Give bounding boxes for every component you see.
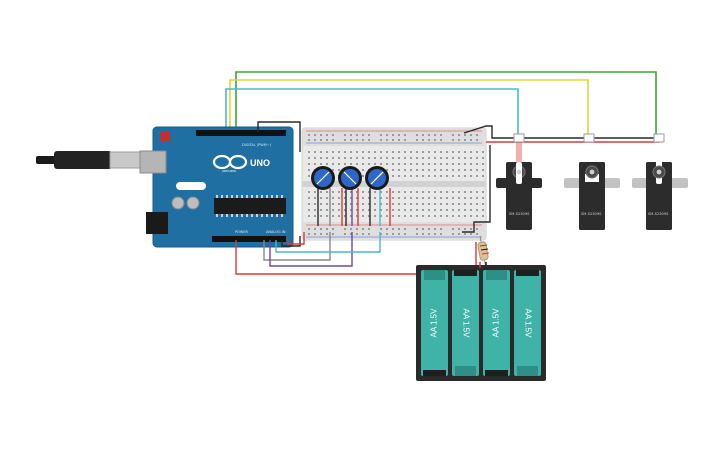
battery-cell-label: AA 1.5V	[430, 308, 439, 338]
battery-cell-1: AA 1.5V	[421, 270, 448, 376]
chip-pins	[216, 195, 283, 217]
wire-purple-a1[interactable]	[269, 232, 353, 267]
arduino-model-label: UNO	[250, 158, 270, 168]
wire-green-signal[interactable]	[235, 71, 657, 134]
battery-cell-3: AA 1.5V	[483, 270, 510, 376]
tx-rx-leds	[176, 182, 206, 190]
capacitor-2	[186, 196, 200, 210]
potentiometer-3[interactable]	[365, 166, 391, 226]
power-jack	[146, 212, 168, 234]
battery-cell-label: AA 1.5V	[492, 308, 501, 338]
potentiometer-2[interactable]	[338, 166, 362, 226]
servo-motor-2[interactable]: SM-S2309S	[564, 133, 620, 230]
power-header-label: POWER	[235, 230, 249, 234]
wire-red-5v[interactable]	[235, 240, 477, 275]
arduino-brand-label: ARDUINO	[222, 169, 237, 173]
servo-power-wires	[462, 125, 660, 233]
wire-black-gnd-2[interactable]	[281, 236, 301, 247]
battery-pack: AA 1.5V AA 1.5V AA 1.5V AA 1.5V	[416, 262, 546, 381]
wire-yellow-signal[interactable]	[229, 79, 589, 134]
arduino-logo	[212, 154, 248, 170]
breadboard-holes	[308, 134, 484, 235]
usb-cable	[36, 151, 143, 169]
wire-gray-a0[interactable]	[263, 232, 331, 261]
wire-black-battery-gnd[interactable]	[462, 145, 491, 233]
wire-teal-a2[interactable]	[275, 232, 381, 253]
wire-teal-signal[interactable]	[225, 88, 519, 134]
potentiometer-1[interactable]	[311, 166, 343, 226]
servo-2-model-label: SM-S2309S	[581, 212, 602, 216]
analog-header-label: ANALOG IN	[266, 230, 286, 234]
arduino-board	[152, 126, 294, 248]
reset-button[interactable]	[160, 131, 170, 141]
servo-1-model-label: SM-S2309S	[509, 212, 530, 216]
servo-motor-1[interactable]: SM-S2309S	[496, 133, 542, 230]
wire-red-5v-2[interactable]	[287, 232, 305, 245]
wire-black-servo-gnd[interactable]	[463, 125, 660, 139]
servo-3-model-label: SM-S2309S	[648, 212, 669, 216]
usb-port	[139, 150, 167, 174]
servo-motors: SM-S2309S SM-S2309S SM-S2309S	[496, 133, 688, 230]
microcontroller-chip	[214, 198, 286, 214]
signal-wires	[225, 71, 657, 134]
battery-cell-label: AA 1.5V	[523, 309, 532, 339]
arduino-uno: DIGITAL (PWM~) POWER ANALOG IN UNO ARDUI…	[36, 126, 294, 248]
battery-cells: AA 1.5V AA 1.5V AA 1.5V AA 1.5V	[421, 270, 541, 376]
battery-cell-4: AA 1.5V	[514, 270, 541, 376]
breadboard	[301, 127, 487, 241]
battery-cell-2: AA 1.5V	[452, 270, 479, 376]
resistor[interactable]	[477, 235, 490, 269]
servo-motor-3[interactable]: SM-S2309S	[632, 133, 688, 230]
battery-cell-label: AA 1.5V	[461, 309, 470, 339]
wire-black-gnd[interactable]	[257, 121, 301, 152]
potentiometers	[311, 166, 391, 226]
digital-header-label: DIGITAL (PWM~)	[242, 143, 272, 147]
arduino-breadboard-wires	[235, 121, 477, 275]
capacitor-1	[171, 196, 185, 210]
